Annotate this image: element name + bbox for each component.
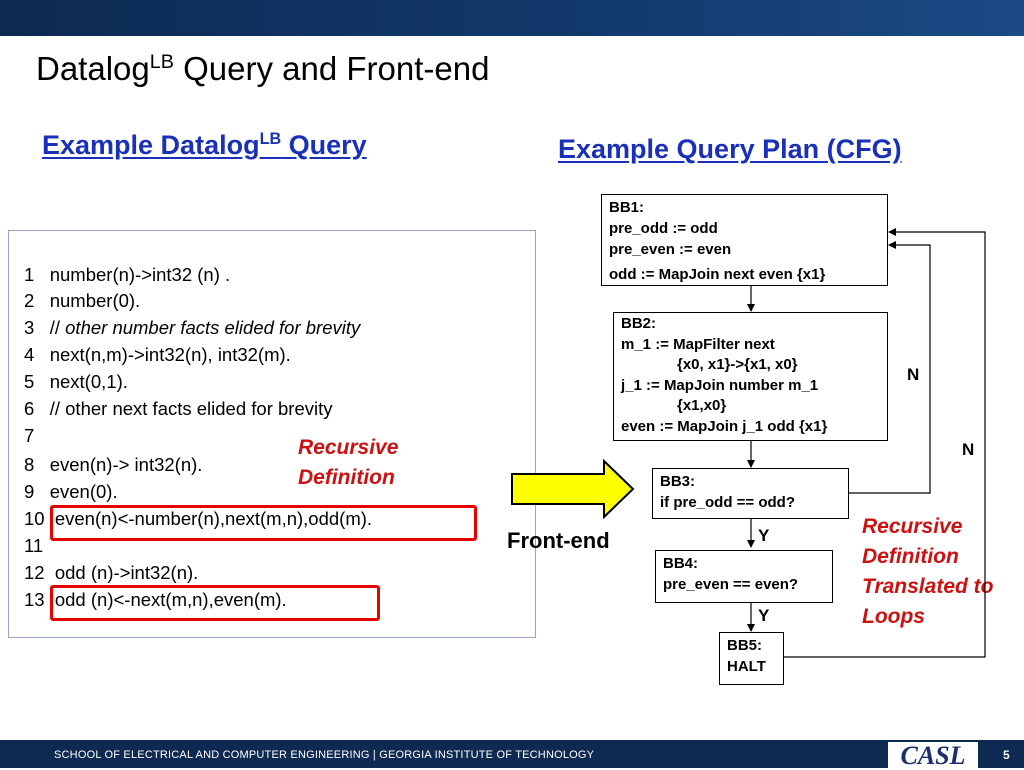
code-line-12: 12 odd (n)->int32(n). xyxy=(24,562,199,583)
left-heading: Example DatalogLB Query xyxy=(42,130,367,160)
block-bb3: BB3: if pre_odd == odd? xyxy=(652,468,849,519)
code-line-9: 9 even(0). xyxy=(24,481,118,502)
top-banner xyxy=(0,0,1024,36)
code-line-2: 2 number(0). xyxy=(24,290,141,311)
block-bb5: BB5: HALT xyxy=(719,632,784,685)
code-line-7: 7 xyxy=(24,425,35,446)
code-line-6: 6 // other next facts elided for brevity xyxy=(24,398,333,419)
front-end-arrow xyxy=(511,458,635,520)
edge-label-y-bb3: Y xyxy=(758,526,770,545)
code-line-10: 10 even(n)<-number(n),next(m,n),odd(m). xyxy=(24,508,373,529)
translated-to-loops-label: Recursive Definition Translated to Loops xyxy=(862,515,994,628)
code-line-5: 5 next(0,1). xyxy=(24,371,128,392)
edge-bb3-loop-bb1 xyxy=(849,241,931,494)
highlight-odd-rule xyxy=(50,585,380,621)
block-bb1: BB1: pre_odd := odd pre_even := even odd… xyxy=(601,194,888,286)
block-bb4: BB4: pre_even == even? xyxy=(655,550,833,603)
code-line-13: 13 odd (n)<-next(m,n),even(m). xyxy=(24,589,287,610)
page-number: 5 xyxy=(1003,748,1010,762)
edge-bb4-loop-bb1 xyxy=(784,228,986,658)
front-end-label: Front-end xyxy=(507,528,610,553)
datalog-code-panel xyxy=(8,230,536,638)
edge-label-n-bb4: N xyxy=(962,440,975,459)
right-heading: Example Query Plan (CFG) xyxy=(558,134,902,164)
slide-title: DatalogLB Query and Front-end xyxy=(36,50,490,87)
block-bb2: BB2: m_1 := MapFilter next {x0, x1}->{x1… xyxy=(613,312,888,441)
footer-bar xyxy=(0,740,1024,768)
code-line-8: 8 even(n)-> int32(n). xyxy=(24,454,203,475)
code-line-3: 3 // other number facts elided for brevi… xyxy=(24,317,361,338)
code-line-1: 1 number(n)->int32 (n) . xyxy=(24,264,231,285)
edge-label-y-bb4: Y xyxy=(758,606,770,625)
footer-institution-text: SCHOOL OF ELECTRICAL AND COMPUTER ENGINE… xyxy=(54,749,595,761)
highlight-even-rule xyxy=(50,505,477,541)
casl-logo: CASL xyxy=(888,742,978,770)
edge-label-n-bb3: N xyxy=(907,365,920,384)
code-line-11: 11 xyxy=(24,535,44,556)
code-line-4: 4 next(n,m)->int32(n), int32(m). xyxy=(24,344,291,365)
